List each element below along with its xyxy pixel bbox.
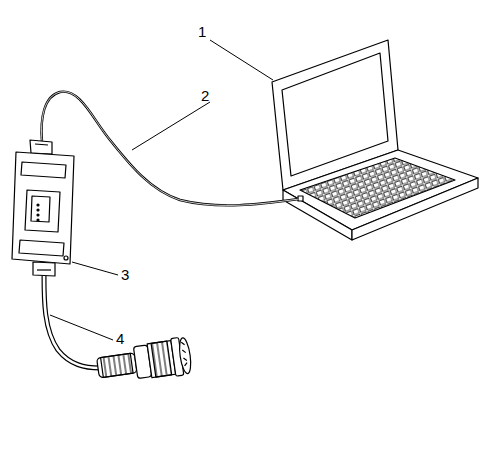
cable — [44, 276, 100, 368]
connector — [95, 336, 192, 387]
callout-number: 2 — [201, 88, 209, 103]
laptop — [272, 40, 478, 240]
callout-number: 1 — [198, 24, 206, 39]
callout-number: 4 — [116, 331, 124, 346]
callout-number: 3 — [121, 267, 129, 282]
leader-lines — [50, 40, 273, 340]
communication-adapter — [12, 140, 74, 276]
cable — [42, 92, 299, 206]
